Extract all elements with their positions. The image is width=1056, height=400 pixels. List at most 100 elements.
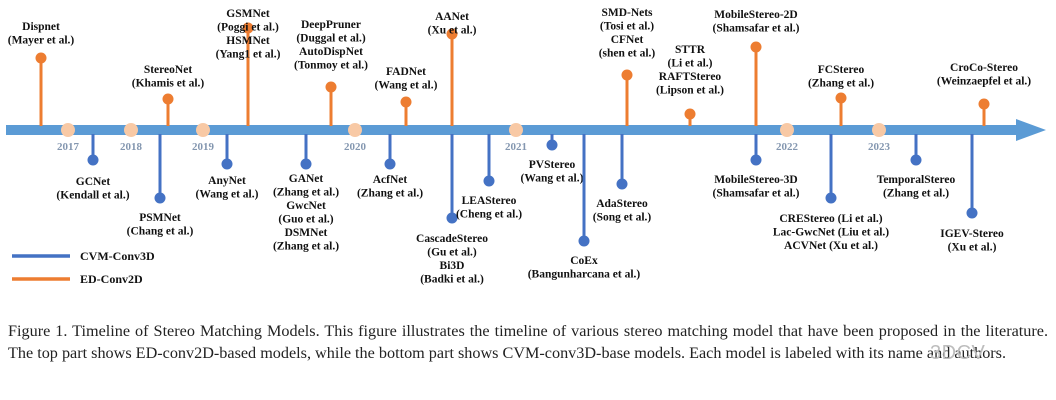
model-label-cvm: (Wang et al.) [196, 189, 259, 201]
model-label-ed: (Yang1 et al.) [216, 49, 281, 61]
model-label-cvm: GCNet [76, 176, 111, 188]
model-label-ed: AutoDispNet [299, 46, 363, 58]
model-label-cvm: (Zhang et al.) [273, 187, 339, 199]
cvm-conv3d-node [384, 158, 396, 170]
cvm-conv3d-node [750, 154, 762, 166]
model-label-cvm: LEAStereo [462, 195, 517, 207]
ed-conv2d-node [35, 52, 47, 64]
model-label-ed: (Weinzaepfel et al.) [937, 76, 1031, 88]
model-label-ed: (Li et al.) [667, 58, 712, 70]
timeline-arrowhead [1016, 119, 1046, 141]
ed-conv2d-node [750, 41, 762, 53]
model-label-cvm: (Chang et al.) [127, 226, 194, 238]
model-label-ed: DeepPruner [301, 19, 361, 31]
model-label-ed: (Zhang et al.) [808, 78, 874, 90]
cvm-conv3d-node [578, 235, 590, 247]
year-label-2017: 2017 [57, 141, 80, 153]
model-label-ed: GSMNet [226, 8, 270, 20]
cvm-conv3d-node [154, 192, 166, 204]
model-label-cvm: GwcNet [286, 200, 326, 212]
model-label-ed: MobileStereo-2D [714, 9, 797, 21]
model-label-ed: (Tonmoy et al.) [294, 60, 368, 72]
model-label-ed: Dispnet [22, 21, 60, 33]
cvm-conv3d-node [966, 207, 978, 219]
model-label-cvm: (Guo et al.) [278, 214, 333, 226]
model-label-ed: STTR [675, 44, 706, 56]
year-marker [872, 123, 886, 137]
model-label-cvm: AcfNet [373, 174, 408, 186]
model-label-cvm: (Kendall et al.) [56, 190, 129, 202]
figure-caption: Figure 1. Timeline of Stereo Matching Mo… [8, 322, 1048, 362]
year-label-2018: 2018 [120, 141, 143, 153]
model-label-ed: (Tosi et al.) [600, 21, 654, 33]
model-label-cvm: (Zhang et al.) [273, 241, 339, 253]
ed-conv2d-node [446, 28, 458, 40]
model-label-cvm: IGEV-Stereo [940, 228, 1004, 240]
model-label-ed: (Duggal et al.) [296, 33, 365, 45]
model-label-cvm: (Wang et al.) [521, 173, 584, 185]
year-label-2021: 2021 [505, 141, 527, 153]
model-label-cvm: (Song et al.) [593, 212, 652, 224]
cvm-conv3d-node [300, 158, 312, 170]
year-label-2020: 2020 [344, 141, 367, 153]
cvm-conv3d-node [483, 175, 495, 187]
cvm-conv3d-node [446, 212, 458, 224]
model-label-ed: (Mayer et al.) [8, 35, 75, 47]
year-label-2019: 2019 [192, 141, 215, 153]
model-label-ed: (Poggi et al.) [217, 22, 279, 34]
ed-conv2d-node [621, 69, 633, 81]
ed-conv2d-node [978, 98, 990, 110]
ed-conv2d-node [242, 22, 254, 34]
ed-conv2d-node [325, 81, 337, 93]
model-label-cvm: CascadeStereo [416, 233, 488, 245]
cvm-conv3d-node [616, 178, 628, 190]
year-label-2022: 2022 [776, 141, 799, 153]
cvm-conv3d-node [546, 139, 558, 151]
model-label-cvm: (Gu et al.) [427, 247, 477, 259]
model-label-cvm: MobileStereo-3D [714, 174, 797, 186]
model-label-cvm: DSMNet [285, 227, 328, 239]
model-label-ed: FCStereo [818, 64, 865, 76]
model-label-cvm: (Xu et al.) [948, 242, 997, 254]
model-label-cvm: CoEx [570, 255, 598, 267]
model-label-ed: StereoNet [144, 64, 192, 76]
ed-conv2d-node [162, 93, 174, 105]
legend-label-ed: ED-Conv2D [80, 272, 143, 286]
model-label-ed: (Khamis et al.) [132, 78, 205, 90]
cvm-conv3d-node [910, 154, 922, 166]
model-label-ed: (Wang et al.) [375, 80, 438, 92]
year-marker [509, 123, 523, 137]
model-label-ed: CroCo-Stereo [950, 62, 1018, 74]
model-label-cvm: Bi3D [440, 260, 465, 272]
model-label-cvm: CREStereo (Li et al.) [779, 213, 882, 225]
model-label-ed: HSMNet [226, 35, 270, 47]
model-label-ed: AANet [435, 11, 469, 23]
model-label-ed: SMD-Nets [601, 7, 653, 19]
ed-conv2d-node [400, 96, 412, 108]
model-label-cvm: (Zhang et al.) [357, 188, 423, 200]
model-label-cvm: TemporalStereo [877, 174, 956, 186]
cvm-conv3d-node [825, 192, 837, 204]
model-label-cvm: (Shamsafar et al.) [713, 188, 800, 200]
model-label-cvm: GANet [289, 173, 324, 185]
model-label-cvm: Lac-GwcNet (Liu et al.) [773, 227, 889, 239]
watermark: 3DCV [930, 342, 986, 364]
ed-conv2d-node [835, 92, 847, 104]
model-label-cvm: ACVNet (Xu et al.) [784, 240, 878, 252]
stereo-timeline-diagram: 2017 2018 2019 2020 2021 2022 2023 Dispnet (Maye… [6, 7, 1046, 286]
model-label-ed: FADNet [386, 66, 426, 78]
model-label-cvm: AdaStereo [596, 198, 648, 210]
model-label-ed: (Lipson et al.) [656, 85, 724, 97]
model-label-cvm: (Badki et al.) [420, 274, 484, 286]
year-marker [124, 123, 138, 137]
ed-conv2d-node [684, 108, 696, 120]
model-label-cvm: (Cheng et al.) [456, 209, 522, 221]
year-marker [780, 123, 794, 137]
year-label-2023: 2023 [868, 141, 891, 153]
year-marker [196, 123, 210, 137]
model-label-ed: (Xu et al.) [428, 25, 477, 37]
model-label-ed: (Shamsafar et al.) [713, 23, 800, 35]
model-label-ed: CFNet [611, 34, 644, 46]
model-label-cvm: PSMNet [139, 212, 181, 224]
